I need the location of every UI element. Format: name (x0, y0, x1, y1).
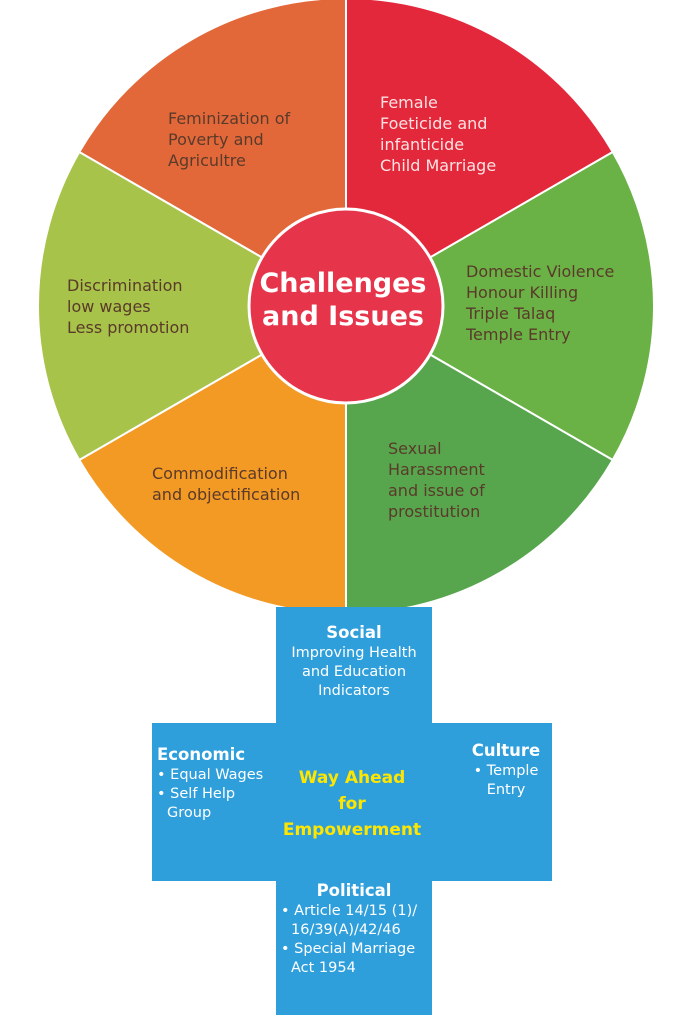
segment-line: Temple Entry (466, 325, 571, 344)
segment-line: Discrimination (67, 276, 183, 295)
social-line: Indicators (318, 683, 390, 699)
way-ahead-line: Way Ahead (298, 768, 406, 788)
empowerment-cross-horizontal (152, 723, 552, 881)
economic-item: Group (167, 805, 212, 821)
segment-line: Commodification (152, 464, 288, 483)
segment-line: Agricultre (168, 151, 246, 170)
segment-discrimination (37, 150, 349, 462)
segment-commodification-text: Commodification and objectification (152, 463, 300, 505)
social-heading: Social (326, 623, 382, 642)
segment-feminization-text: Feminization of Poverty and Agricultre (168, 108, 290, 171)
economic-item: • Equal Wages (157, 767, 264, 783)
segment-domestic-text: Domestic Violence Honour Killing Triple … (466, 261, 614, 345)
segment-foeticide-text: Female Foeticide and infanticide Child M… (380, 92, 496, 176)
political-item: • Article 14/15 (1)/ (281, 903, 418, 919)
segment-line: low wages (67, 297, 151, 316)
segment-line: Sexual (388, 439, 442, 458)
segment-domestic (343, 150, 655, 462)
economic-block: Economic • Equal Wages • Self Help Group (157, 744, 263, 823)
segment-line: prostitution (388, 502, 481, 521)
segment-line: infanticide (380, 135, 465, 154)
center-circle (247, 207, 445, 405)
segment-foeticide (345, 0, 615, 308)
way-ahead-label: Way Ahead for Empowerment (262, 765, 442, 843)
political-item: Act 1954 (291, 960, 356, 976)
segment-line: Female (380, 93, 438, 112)
way-ahead-line: Empowerment (282, 820, 422, 840)
segment-line: and issue of (388, 481, 485, 500)
challenges-wheel (37, 0, 655, 616)
segment-line: Less promotion (67, 318, 190, 337)
economic-item: • Self Help (157, 786, 236, 802)
segment-line: Poverty and (168, 130, 264, 149)
political-block: Political • Article 14/15 (1)/ 16/39(A)/… (281, 880, 427, 978)
center-title: Challenges and Issues (243, 267, 443, 333)
segment-line: Foeticide and (380, 114, 488, 133)
culture-block: Culture • Temple Entry (466, 740, 546, 800)
culture-item: Entry (486, 782, 526, 798)
segment-line: and objectification (152, 485, 301, 504)
segment-line: Feminization of (168, 109, 291, 128)
segment-line: Triple Talaq (466, 304, 556, 323)
segment-sexual-text: Sexual Harassment and issue of prostitut… (388, 438, 485, 522)
segment-line: Harassment (388, 460, 485, 479)
culture-heading: Culture (471, 741, 541, 760)
social-line: Improving Health (291, 645, 417, 661)
segment-feminization (77, 0, 347, 308)
political-item: • Special Marriage (281, 941, 416, 957)
economic-heading: Economic (157, 745, 246, 764)
culture-item: • Temple (473, 763, 539, 779)
way-ahead-line: for (338, 794, 366, 814)
segment-line: Child Marriage (380, 156, 497, 175)
segment-line: Honour Killing (466, 283, 579, 302)
political-heading: Political (316, 881, 392, 900)
center-title-line2: and Issues (262, 301, 424, 332)
center-title-line1: Challenges (259, 268, 427, 299)
political-item: 16/39(A)/42/46 (291, 922, 401, 938)
segment-discrimination-text: Discrimination low wages Less promotion (67, 275, 189, 338)
social-line: and Education (301, 664, 407, 680)
segment-line: Domestic Violence (466, 262, 615, 281)
social-block: Social Improving Health and Education In… (276, 622, 432, 701)
